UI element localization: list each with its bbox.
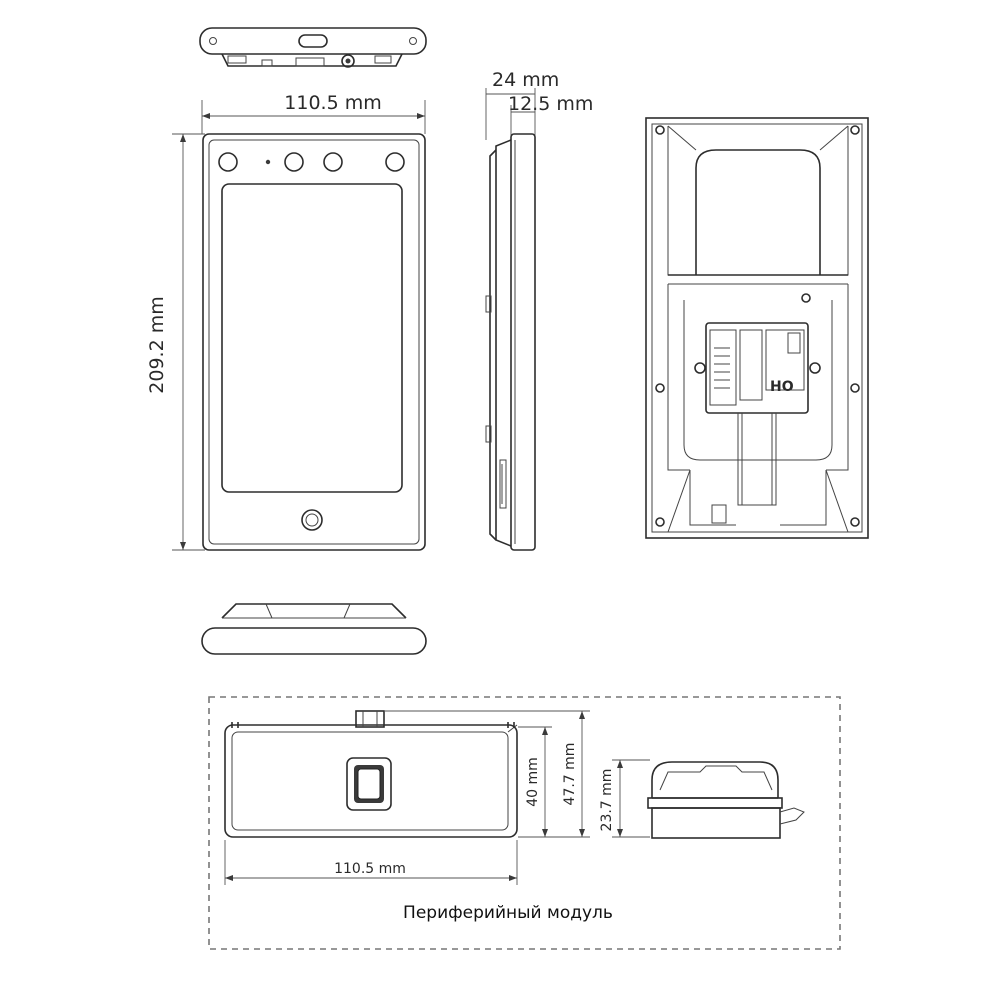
front-inner-frame (208, 139, 420, 545)
light-sensor-icon (265, 159, 271, 165)
side-body-depth-label: 12.5 mm (508, 93, 593, 115)
front-width-label: 110.5 mm (284, 92, 381, 114)
bottom-view-body (201, 627, 427, 655)
module-width-label: 110.5 mm (334, 861, 406, 877)
home-button-icon (301, 509, 323, 531)
screw-hole (209, 37, 217, 45)
side-vent (499, 459, 507, 509)
screw-hole (850, 383, 860, 393)
module-dashed-frame (208, 696, 841, 950)
front-height-label: 209.2 mm (146, 296, 168, 393)
front-outer-frame (202, 133, 426, 551)
screw-hole (409, 37, 417, 45)
side-total-depth-label: 24 mm (492, 69, 559, 91)
screw-hole (655, 125, 665, 135)
top-view-body (199, 27, 427, 55)
cable-channel (737, 413, 777, 506)
connector-socket (709, 329, 737, 406)
back-upper-pocket (695, 149, 821, 275)
module-inner-height-label: 40 mm (525, 757, 541, 807)
fingerprint-sensor-icon (346, 757, 392, 811)
bottom-view (201, 603, 427, 655)
camera-icon (385, 152, 405, 172)
camera-icon (323, 152, 343, 172)
camera-icon (284, 152, 304, 172)
front-view: 110.5 mm 209.2 mm (146, 92, 426, 551)
screw-hole (655, 383, 665, 393)
display-screen (221, 183, 403, 493)
peripheral-module: 110.5 mm 40 mm 47.7 mm 23.7 mm Периферий… (208, 696, 841, 950)
top-view (199, 27, 427, 68)
screw-hole (850, 517, 860, 527)
camera-icon (218, 152, 238, 172)
side-front-panel (510, 133, 536, 551)
side-view: 24 mm 12.5 mm (485, 69, 593, 551)
connector-block (705, 322, 809, 414)
module-connector (355, 710, 385, 728)
module-side-top (651, 761, 779, 798)
module-total-height-label: 47.7 mm (562, 743, 578, 806)
usb-port-icon (298, 34, 328, 48)
screw-hole (655, 517, 665, 527)
port-label: HO (770, 379, 794, 395)
module-side-height-label: 23.7 mm (599, 769, 615, 832)
top-view-connectors (227, 54, 392, 68)
back-outer-frame (645, 117, 869, 539)
side-back-body (495, 139, 512, 547)
module-caption: Периферийный модуль (403, 903, 613, 923)
bottom-view-base (221, 603, 407, 619)
back-view: HO (645, 117, 869, 539)
screw-hole (850, 125, 860, 135)
module-side-base (651, 807, 781, 839)
module-side-cable (779, 807, 805, 825)
module-front-body (224, 724, 518, 838)
